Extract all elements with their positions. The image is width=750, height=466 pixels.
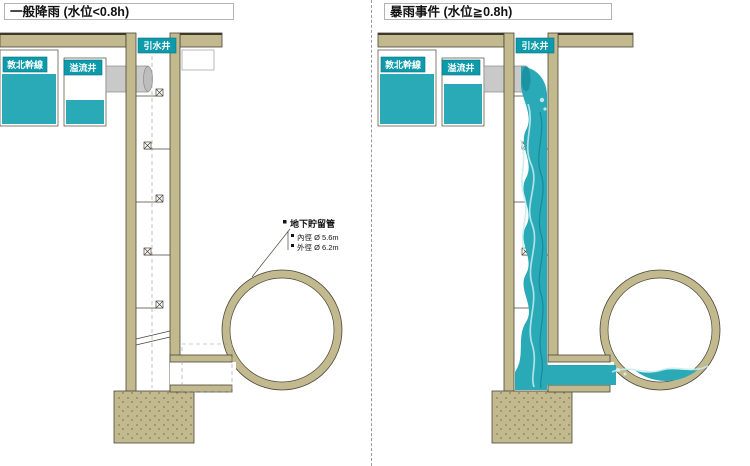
svg-text:敦北幹線: 敦北幹線 [385,59,421,70]
pipe-mouth-water [521,66,531,92]
panel-title-normal-rain: 一般降雨 (水位<0.8h) [4,3,234,20]
intake-well-label: 引水井 [515,37,555,54]
cascade-water [515,66,547,390]
annotation-inner-diameter: 內徑 Ø 5.6m [297,232,339,242]
overflow-well-label: 溢流井 [441,59,481,76]
duct-water [544,365,616,385]
trunk-label: 敦北幹線 [2,56,48,73]
panel-storm-event: 敦北幹線 溢流井 引水井 [377,32,721,444]
panel-title-storm-event: 暴雨事件 (水位≧0.8h) [384,3,612,20]
overflow-water [444,84,482,124]
storage-tunnel-ring [221,269,343,391]
svg-text:引水井: 引水井 [143,40,170,51]
shaft-landings [136,88,170,309]
break-symbol [135,330,171,346]
trunk-water [2,74,56,124]
svg-text:溢流井: 溢流井 [69,62,96,73]
trunk-label: 敦北幹線 [380,56,426,73]
shaft-footing [113,390,195,444]
ground-surface [0,32,223,48]
annotation-outer-diameter: 外徑 Ø 6.2m [297,242,339,252]
svg-text:溢流井: 溢流井 [447,62,474,73]
shaft-footing [491,390,573,444]
connection-duct [169,343,236,393]
side-chamber [181,49,215,71]
panel-normal-rain: 敦北幹線 溢流井 引水井 地下貯留管 內徑 Ø 5.6m 外徑 Ø 6.2m [0,32,343,444]
ground-surface [377,32,634,48]
intake-well-label: 引水井 [137,37,177,54]
annotation-leader-line [251,228,291,278]
annotation-title: 地下貯留管 [290,218,335,229]
svg-text:引水井: 引水井 [521,40,548,51]
svg-text:敦北幹線: 敦北幹線 [7,59,43,70]
storage-pipe-annotation: 地下貯留管 內徑 Ø 5.6m 外徑 Ø 6.2m [251,218,339,278]
trunk-water [380,74,434,124]
storage-tunnel-ring [599,269,721,391]
overflow-water [66,100,104,124]
overflow-well-label: 溢流井 [63,59,103,76]
panel-divider [371,0,372,466]
duct-outline [181,343,233,393]
